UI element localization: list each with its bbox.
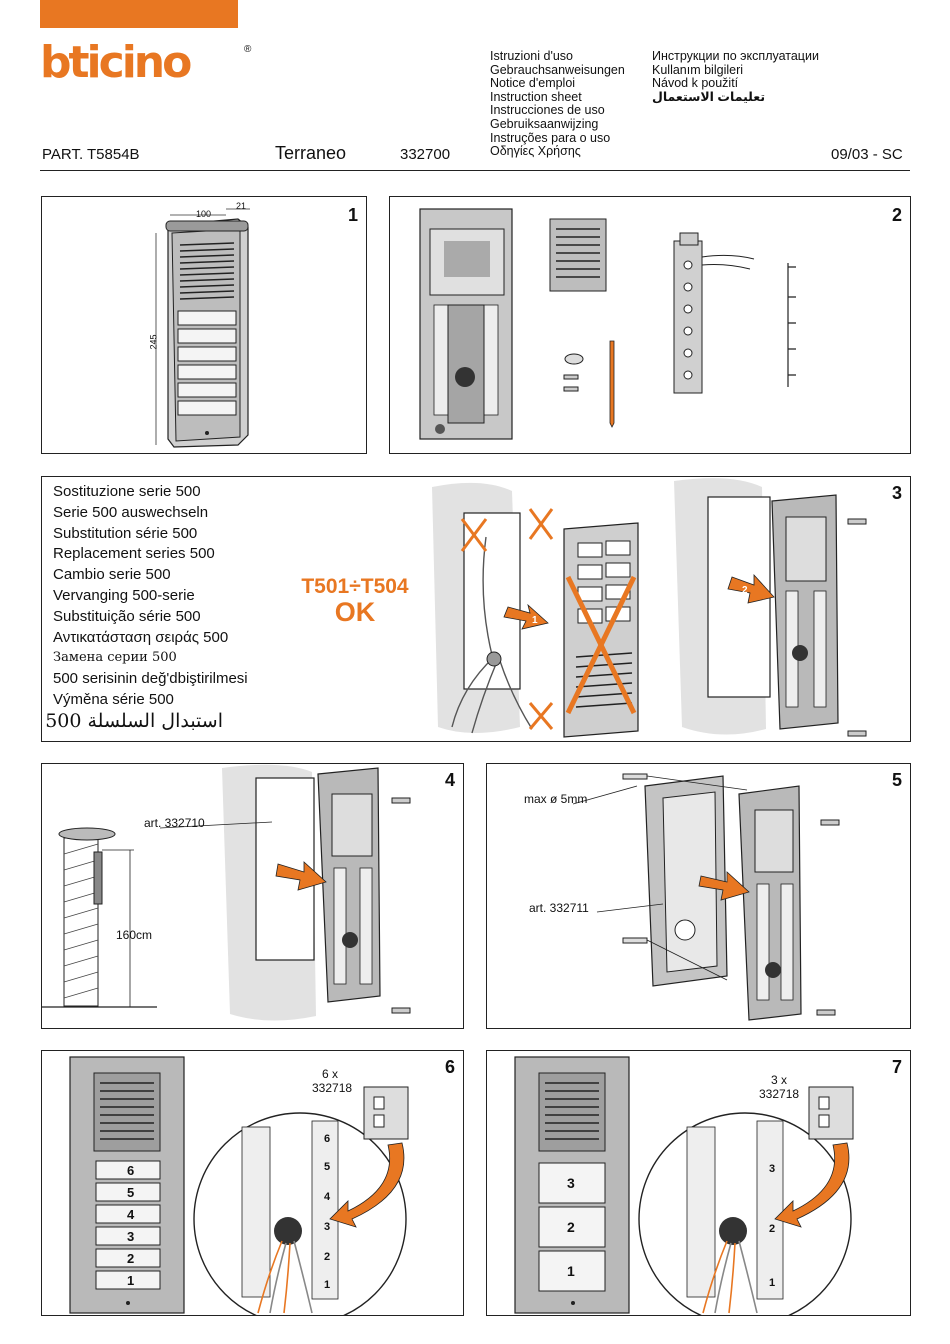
panel-number: 7 bbox=[891, 1057, 902, 1077]
registered-mark: ® bbox=[244, 44, 252, 55]
replacement-title: Cambio serie 500 bbox=[53, 566, 171, 584]
replacement-title: Substitution série 500 bbox=[53, 524, 198, 542]
replacement-title: Výměna série 500 bbox=[53, 690, 174, 708]
replacement-title: Serie 500 auswechseln bbox=[53, 503, 209, 521]
compatible-ok: OK bbox=[334, 597, 376, 627]
panel-entry-dimensions-drawing bbox=[155, 208, 250, 448]
panel-1-dimensions: 1 100 21 245 bbox=[41, 196, 367, 454]
lang-item: Instrucciones de uso bbox=[490, 103, 605, 118]
panel-6-six-buttons: 6 6 x 332718 6 5 4 3 bbox=[41, 1050, 464, 1316]
lang-item: تعليمات الاستعمال bbox=[652, 89, 766, 104]
panel-number: 6 bbox=[444, 1057, 455, 1077]
panel-5-surface-box: 5 max ø 5mm art. 332711 bbox=[486, 763, 911, 1029]
compatible-range: T501÷T504 bbox=[301, 575, 409, 598]
panel-7-three-buttons: 7 3 x 332718 3 2 1 3 2 1 bbox=[486, 1050, 911, 1316]
panel-3-replacement: 3 Sostituzione serie 500 Serie 500 auswe… bbox=[41, 476, 911, 742]
lang-item: Инструкции по эксплуатации bbox=[652, 49, 819, 63]
step-2-label: 2 bbox=[742, 585, 748, 596]
button-label: 6 bbox=[127, 1163, 135, 1178]
slot-label: 6 bbox=[324, 1133, 331, 1145]
instructions-languages-right: Инструкции по эксплуатации Kullanım bilg… bbox=[652, 49, 819, 104]
product-name: Terraneo bbox=[275, 143, 347, 163]
lang-item: Notice d'emploi bbox=[490, 76, 576, 91]
slot-label: 4 bbox=[324, 1191, 331, 1203]
slot-label: 5 bbox=[324, 1161, 331, 1173]
button-label: 4 bbox=[127, 1207, 135, 1222]
mount-height-label: 160cm bbox=[116, 928, 153, 942]
lang-item: Instruction sheet bbox=[490, 89, 582, 104]
logo-text: bticino bbox=[40, 37, 191, 88]
lang-item: Návod k použití bbox=[652, 76, 739, 91]
button-label: 5 bbox=[127, 1185, 135, 1200]
button-label: 3 bbox=[567, 1175, 575, 1191]
slot-label: 1 bbox=[324, 1279, 331, 1291]
lang-item: Gebruiksaanwijzing bbox=[490, 116, 599, 131]
replacement-titles: Sostituzione serie 500 Serie 500 auswech… bbox=[45, 482, 248, 732]
mounting-height-drawing bbox=[42, 764, 411, 1021]
screw-max-label: max ø 5mm bbox=[524, 792, 588, 806]
slot-label: 2 bbox=[324, 1251, 331, 1263]
six-button-drawing bbox=[69, 1056, 409, 1315]
kit-components-drawing bbox=[419, 208, 796, 440]
replacement-title: Replacement series 500 bbox=[53, 545, 215, 563]
replacement-title: Substituição série 500 bbox=[53, 607, 201, 625]
slot-label: 1 bbox=[769, 1277, 776, 1289]
replacement-title: Замена серии 500 bbox=[53, 650, 177, 666]
replacement-title: استبدال السلسلة 500 bbox=[45, 709, 223, 732]
brand-bar bbox=[40, 0, 238, 28]
slot-label: 3 bbox=[769, 1163, 776, 1175]
replacement-title: 500 serisinin değ'dbiştirilmesi bbox=[53, 670, 248, 688]
replacement-steps-drawing: 1 2 bbox=[432, 478, 867, 738]
module-qty-label: 3 x bbox=[771, 1073, 788, 1087]
lang-item: Istruzioni d'uso bbox=[490, 49, 573, 63]
module-qty-label: 6 x bbox=[322, 1067, 339, 1081]
panel-number: 4 bbox=[444, 770, 455, 790]
replacement-title: Vervanging 500-serie bbox=[53, 586, 195, 604]
button-label: 2 bbox=[127, 1251, 135, 1266]
product-code: 332700 bbox=[400, 146, 451, 163]
panel-number: 3 bbox=[891, 483, 902, 503]
slot-label: 2 bbox=[769, 1223, 776, 1235]
panel-number: 1 bbox=[347, 205, 358, 225]
replacement-title: Sostituzione serie 500 bbox=[53, 483, 201, 500]
module-article-label: 332718 bbox=[312, 1081, 353, 1095]
button-label: 3 bbox=[127, 1229, 135, 1244]
lang-item: Gebrauchsanweisungen bbox=[490, 62, 625, 77]
lang-item: Οδηγίες Χρήσης bbox=[490, 144, 581, 159]
replacement-title: Αντικατάσταση σειράς 500 bbox=[53, 628, 229, 646]
panel-number: 5 bbox=[891, 770, 902, 790]
instructions-languages-left: Istruzioni d'uso Gebrauchsanweisungen No… bbox=[490, 49, 625, 159]
revision-date: 09/03 - SC bbox=[831, 146, 903, 163]
box-article-label: art. 332710 bbox=[144, 816, 205, 830]
panel-4-mounting-height: 4 art. 332710 160cm bbox=[41, 763, 464, 1029]
module-article-label: 332718 bbox=[759, 1087, 800, 1101]
surface-box-drawing bbox=[572, 773, 840, 1021]
dim-depth-label: 21 bbox=[236, 201, 247, 211]
lang-item: Instruções para o uso bbox=[490, 130, 611, 145]
part-number: PART. T5854B bbox=[42, 146, 140, 163]
three-button-drawing bbox=[514, 1056, 854, 1315]
dim-width-label: 100 bbox=[196, 209, 212, 219]
lang-item: Kullanım bilgileri bbox=[652, 62, 744, 77]
box-article-label: art. 332711 bbox=[529, 901, 589, 915]
panel-number: 2 bbox=[891, 205, 902, 225]
dim-height-label: 245 bbox=[148, 334, 159, 350]
button-label: 1 bbox=[127, 1273, 135, 1288]
header-rule bbox=[40, 170, 910, 171]
panel-2-components: 2 bbox=[389, 196, 911, 454]
step-1-label: 1 bbox=[532, 615, 538, 626]
bticino-logo: bticino bbox=[40, 37, 194, 88]
button-label: 2 bbox=[567, 1219, 575, 1235]
slot-label: 3 bbox=[324, 1221, 331, 1233]
button-label: 1 bbox=[567, 1263, 575, 1279]
